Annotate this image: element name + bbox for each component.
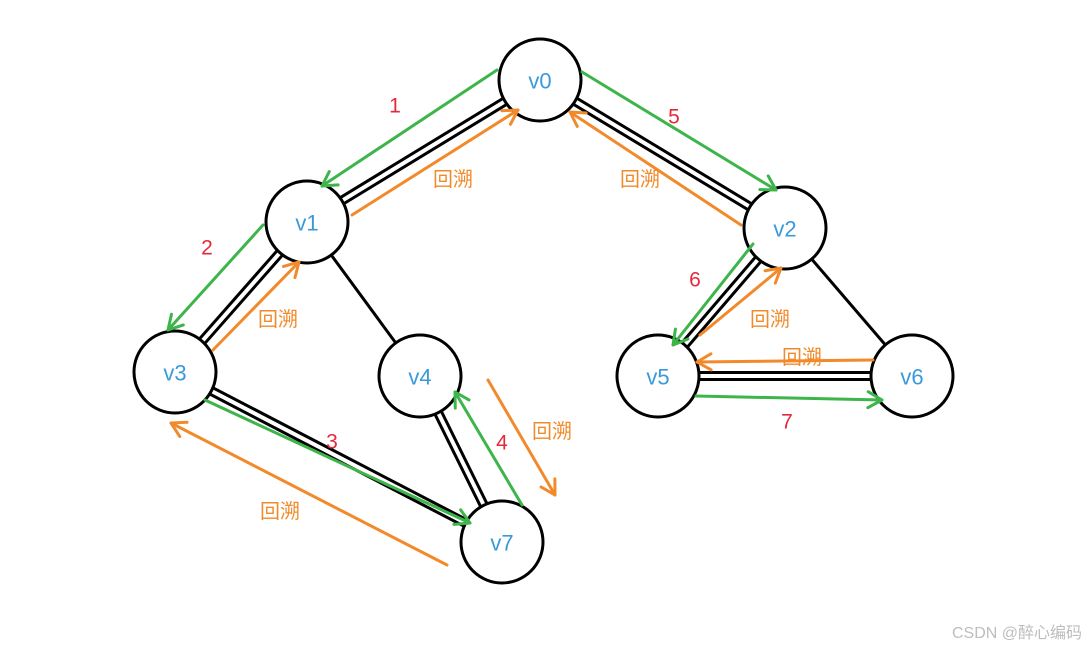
backtrack-arrow-v2-to-v0	[568, 110, 743, 227]
step-number-label: 4	[496, 432, 508, 455]
forward-arrow-v0-to-v2	[580, 70, 778, 192]
edge-v0-v2-line-1	[540, 75, 789, 227]
node-v3: v3	[132, 329, 218, 415]
node-v6: v6	[869, 333, 955, 419]
traversal-arrows-layer	[166, 68, 884, 567]
watermark: CSDN @醉心编码	[952, 624, 1082, 642]
forward-arrow-v5-to-v6	[694, 390, 884, 410]
step-number-label: 2	[201, 237, 213, 260]
step-number-label: 7	[781, 411, 793, 434]
node-v0-circle	[497, 37, 583, 123]
node-v3-label: v3	[163, 361, 186, 386]
backtrack-label: 回溯	[750, 308, 790, 331]
node-v6-circle	[869, 333, 955, 419]
node-v7: v7	[459, 499, 545, 585]
node-v5-label: v5	[646, 365, 669, 390]
node-v1-circle	[264, 179, 350, 265]
forward-arrow-v3-to-v7	[203, 398, 472, 526]
node-v0: v0	[497, 37, 583, 123]
nodes-layer: v0 v1 v2 v3 v4 v5 v6 v7	[132, 37, 955, 585]
node-v1-label: v1	[295, 211, 318, 236]
step-number-label: 5	[668, 106, 680, 129]
node-v1: v1	[264, 179, 350, 265]
backtrack-label: 回溯	[620, 168, 660, 191]
backtrack-label: 回溯	[532, 420, 572, 443]
node-v2: v2	[742, 185, 828, 271]
node-v7-circle	[459, 499, 545, 585]
backtrack-arrow-v4-to-v7	[486, 378, 557, 497]
edge-v3-v7-line-1	[175, 367, 506, 541]
node-v0-label: v0	[528, 69, 551, 94]
node-v5: v5	[615, 333, 701, 419]
step-number-label: 1	[389, 95, 401, 118]
backtrack-label: 回溯	[258, 308, 298, 331]
node-v6-label: v6	[900, 365, 923, 390]
forward-arrow-v7-to-v4	[453, 390, 524, 507]
backtrack-arrow-v1-to-v0	[350, 108, 520, 217]
backtrack-label: 回溯	[782, 346, 822, 369]
edge-v0-v2-line-2	[536, 81, 785, 233]
backtrack-label: 回溯	[433, 168, 473, 191]
backtrack-label: 回溯	[260, 500, 300, 523]
backtrack-arrow-v5-to-v2	[698, 266, 783, 337]
node-v2-circle	[742, 185, 828, 271]
forward-arrow-v1-to-v3	[166, 223, 265, 332]
backtrack-arrow-v3-to-v1	[211, 260, 301, 352]
node-v4-label: v4	[408, 365, 431, 390]
node-v4-circle	[377, 333, 463, 419]
edge-v0-v1-line-2	[303, 75, 540, 221]
step-number-label: 3	[326, 431, 338, 454]
node-v4: v4	[377, 333, 463, 419]
node-v5-circle	[615, 333, 701, 419]
forward-arrow-v0-to-v1	[320, 68, 499, 188]
edge-v0-v1-line-1	[307, 81, 544, 227]
step-number-label: 6	[689, 269, 701, 292]
backtrack-arrow-v6-to-v5	[695, 352, 875, 372]
node-v2-label: v2	[773, 217, 796, 242]
backtrack-arrow-v7-to-v3	[169, 420, 449, 567]
node-v7-label: v7	[490, 531, 513, 556]
forward-arrow-v2-to-v5	[671, 242, 755, 347]
